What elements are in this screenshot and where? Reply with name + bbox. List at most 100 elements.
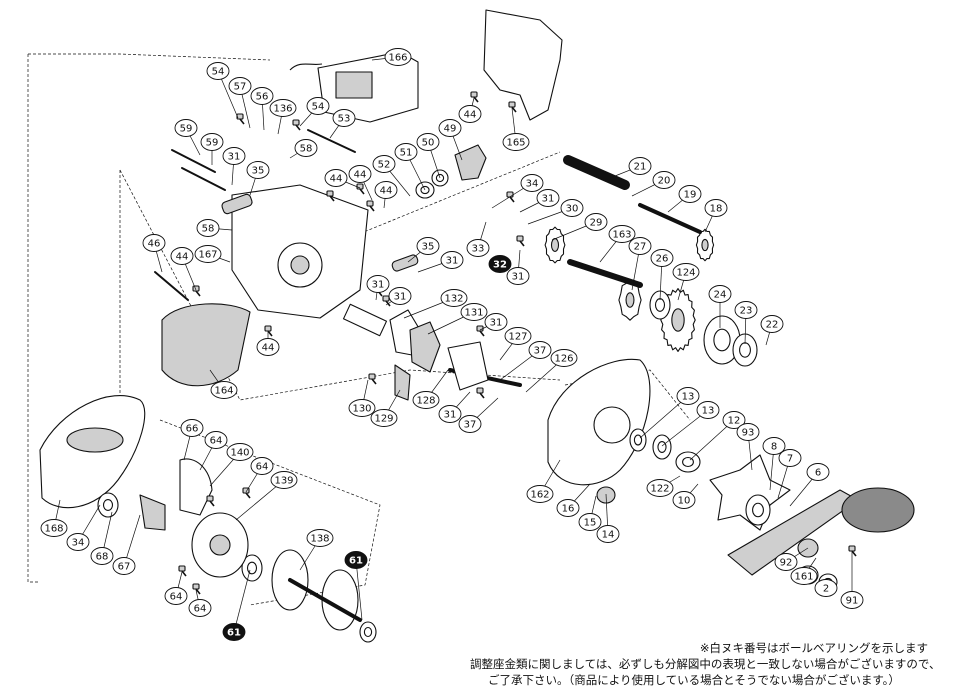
washer-10 [359,621,377,643]
part-label-number: 53 [338,114,351,125]
part-label-2: 2 [814,579,838,597]
part-label-35: 35 [246,161,270,179]
washer-4 [652,434,672,460]
part-label-number: 33 [472,244,485,255]
part-label-oval [200,133,224,151]
washer-6 [745,494,771,526]
part-label-oval [294,139,318,157]
screw-0 [236,113,245,125]
part-label-number: 37 [464,420,477,431]
part-label-number: 164 [214,386,233,397]
part-label-oval [708,285,732,303]
handle-plate-bore [593,406,631,444]
part-label-number: 139 [274,476,293,487]
part-label-24: 24 [708,285,732,303]
part-label-oval [372,155,396,173]
part-label-oval [384,48,412,66]
part-label-oval [370,409,398,427]
part-label-number: 21 [634,162,647,173]
part-label-8: 8 [762,437,786,455]
part-label-oval [366,275,390,293]
part-label-number: 61 [349,556,363,567]
part-label-19: 19 [678,185,702,203]
part-label-131: 131 [460,303,488,321]
part-label-132: 132 [440,289,468,307]
part-label-number: 52 [378,160,391,171]
clip-35 [221,193,253,215]
part-label-20: 20 [652,171,676,189]
part-label-oval [188,599,212,617]
part-label-oval [204,431,228,449]
part-label-7: 7 [778,449,802,467]
washer-2 [649,290,671,320]
part-label-oval [348,165,372,183]
part-label-53: 53 [332,109,356,127]
part-label-number: 8 [771,442,777,453]
part-label-164: 164 [210,381,238,399]
part-label-oval [344,551,368,569]
part-label-number: 66 [186,424,199,435]
part-label-138: 138 [306,529,334,547]
washer-5 [675,451,701,473]
part-label-number: 93 [742,428,755,439]
handle-knob [841,487,915,533]
display-screen [335,71,373,99]
part-label-93: 93 [736,423,760,441]
brake-case [179,458,213,516]
part-label-64: 64 [204,431,228,449]
part-label-128: 128 [412,391,440,409]
part-label-31: 31 [366,275,390,293]
part-label-68: 68 [90,547,114,565]
part-label-number: 44 [464,110,477,121]
part-label-number: 50 [422,138,435,149]
part-label-31: 31 [440,251,464,269]
part-label-67: 67 [112,557,136,575]
group-outline-1 [27,54,40,583]
part-label-oval [678,185,702,203]
part-label-number: 46 [148,239,161,250]
part-label-oval [416,133,440,151]
part-label-oval [774,553,798,571]
part-label-number: 165 [506,138,525,149]
pawl-129 [394,364,411,401]
part-label-number: 44 [176,252,189,263]
part-label-oval [526,485,554,503]
part-label-number: 37 [534,346,547,357]
part-label-37: 37 [458,415,482,433]
part-label-oval [440,289,468,307]
part-label-14: 14 [596,525,620,543]
part-label-oval [250,87,274,105]
part-label-161: 161 [790,567,818,585]
part-label-oval [506,267,530,285]
part-label-number: 59 [180,124,193,135]
screw-7 [192,285,201,297]
pinion-shaft [567,259,643,288]
part-label-oval [250,457,274,475]
part-label-number: 51 [400,148,413,159]
part-label-oval [269,99,297,117]
pin-59b [181,167,226,191]
screw-4 [326,190,335,202]
part-label-44: 44 [348,165,372,183]
part-label-oval [778,449,802,467]
part-label-number: 168 [44,524,63,535]
part-label-27: 27 [628,237,652,255]
part-label-163: 163 [608,225,636,243]
clutch-cam-131 [409,321,441,373]
part-label-number: 166 [388,53,407,64]
part-label-oval [256,338,280,356]
part-label-oval [222,147,246,165]
part-label-number: 31 [228,152,241,163]
part-label-oval [790,567,818,585]
part-label-59: 59 [174,119,198,137]
spool-shaft [288,578,362,622]
part-label-6: 6 [806,463,830,481]
screw-17 [242,487,251,499]
part-label-number: 24 [714,290,727,301]
part-label-33: 33 [466,239,490,257]
drive-gear-29 [544,226,566,264]
part-label-35: 35 [416,237,440,255]
screw-19 [848,545,857,557]
part-label-oval [502,133,530,151]
